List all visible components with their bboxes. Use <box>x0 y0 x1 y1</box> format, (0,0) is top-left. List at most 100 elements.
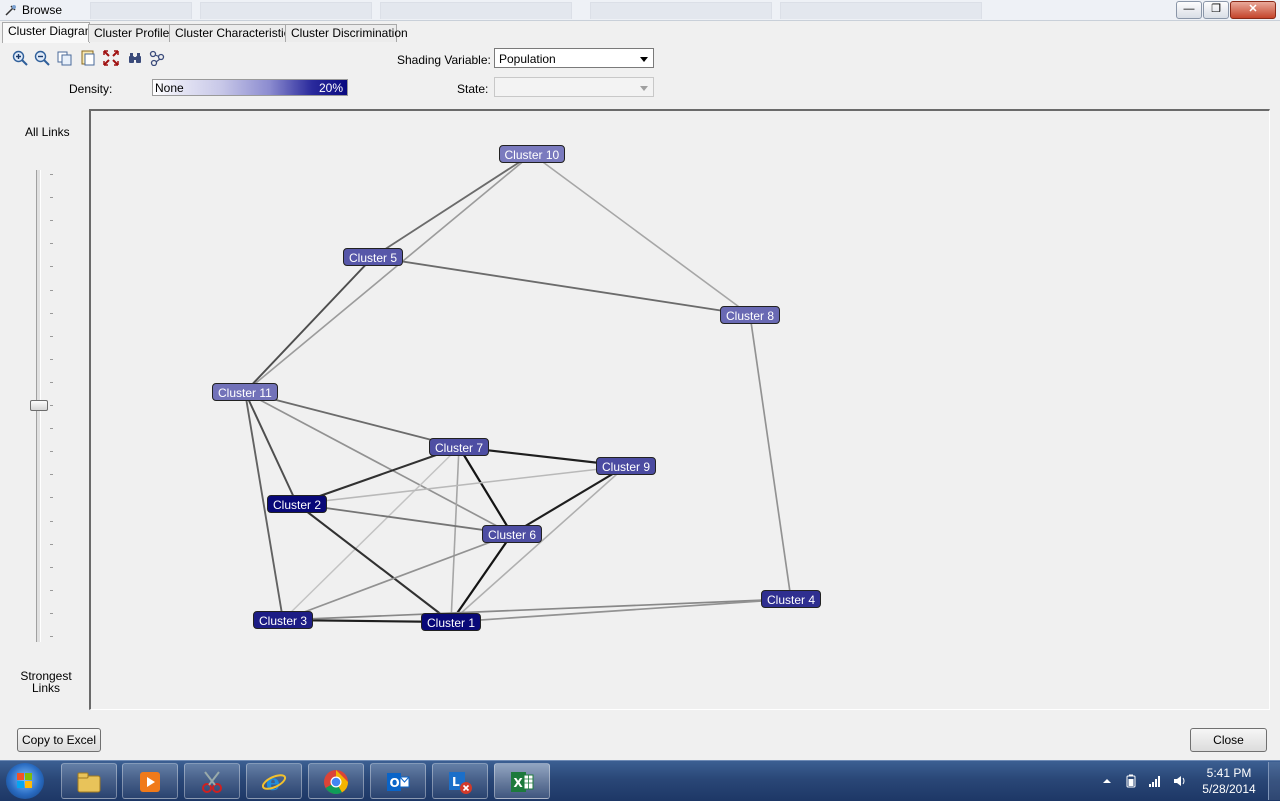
cluster-link-c10-c5[interactable] <box>372 153 533 258</box>
cluster-link-c6-c1[interactable] <box>450 533 513 623</box>
clock-date: 5/28/2014 <box>1202 782 1256 796</box>
slider-tick <box>50 428 53 430</box>
network-signal-icon[interactable] <box>1148 774 1162 788</box>
minimize-button[interactable]: — <box>1176 1 1202 19</box>
cluster-node-c1[interactable]: Cluster 1 <box>421 613 482 631</box>
background-browser-tabs <box>90 2 990 19</box>
show-desktop-button[interactable] <box>1268 762 1280 800</box>
windows-logo-icon <box>17 773 32 788</box>
cluster-link-c11-c2[interactable] <box>244 391 298 505</box>
cluster-link-c10-c11[interactable] <box>244 153 533 393</box>
cluster-node-c9[interactable]: Cluster 9 <box>596 457 657 475</box>
slider-tick <box>50 289 53 291</box>
tab-cluster-profiles[interactable]: Cluster Profiles <box>88 24 175 42</box>
links-slider-panel: All Links Strongest Links <box>0 112 88 708</box>
cluster-node-c4[interactable]: Cluster 4 <box>761 590 822 608</box>
taskbar-app-explorer[interactable] <box>61 763 117 799</box>
window-title-bar[interactable]: Browse — ❐ ✕ <box>0 0 1280 21</box>
show-hidden-icons-icon[interactable] <box>1100 774 1114 788</box>
zoom-in-icon[interactable] <box>12 50 28 66</box>
taskbar-app-internet-explorer[interactable]: e <box>246 763 302 799</box>
links-slider-thumb[interactable] <box>30 400 48 411</box>
cluster-node-c2[interactable]: Cluster 2 <box>267 495 328 513</box>
copy-graph-view-icon[interactable] <box>57 50 73 66</box>
internet-explorer-icon: e <box>261 770 287 795</box>
slider-tick <box>50 497 53 499</box>
cluster-node-c6[interactable]: Cluster 6 <box>482 525 543 543</box>
cluster-link-c7-c2[interactable] <box>296 446 460 505</box>
zoom-to-fit-icon[interactable] <box>103 50 119 66</box>
start-button[interactable] <box>6 763 44 799</box>
restore-button[interactable]: ❐ <box>1203 1 1229 19</box>
browse-icon <box>5 5 16 16</box>
snipping-tool-icon <box>202 771 222 793</box>
taskbar-app-lync[interactable]: L <box>432 763 488 799</box>
cluster-link-c7-c3[interactable] <box>282 446 460 621</box>
density-legend-bar: None 20% <box>152 79 348 96</box>
taskbar-app-chrome[interactable] <box>308 763 364 799</box>
slider-tick <box>50 589 53 591</box>
volume-icon[interactable] <box>1172 774 1186 788</box>
cluster-link-c5-c8[interactable] <box>372 256 751 316</box>
copy-to-excel-button[interactable]: Copy to Excel <box>17 728 101 752</box>
cluster-node-c3[interactable]: Cluster 3 <box>253 611 314 629</box>
cluster-link-c7-c1[interactable] <box>450 446 460 623</box>
excel-icon: X <box>511 772 534 792</box>
layout-icon[interactable] <box>149 50 165 66</box>
slider-tick <box>50 636 53 637</box>
copy-entire-graph-icon[interactable] <box>80 50 96 66</box>
battery-icon[interactable] <box>1124 774 1138 788</box>
tab-cluster-discrimination[interactable]: Cluster Discrimination <box>285 24 408 42</box>
svg-text:O: O <box>390 776 400 790</box>
cluster-node-c11[interactable]: Cluster 11 <box>212 383 278 401</box>
cluster-node-c10[interactable]: Cluster 10 <box>498 145 566 163</box>
slider-tick <box>50 612 53 614</box>
cluster-node-c7[interactable]: Cluster 7 <box>429 438 490 456</box>
cluster-link-c1-c4[interactable] <box>450 598 792 623</box>
cluster-link-c7-c6[interactable] <box>458 446 513 535</box>
chrome-icon <box>324 770 348 795</box>
taskbar-app-excel[interactable]: X <box>494 763 550 799</box>
shading-variable-label: Shading Variable: <box>397 53 491 67</box>
taskbar-app-media-player[interactable] <box>122 763 178 799</box>
state-select[interactable] <box>494 77 654 97</box>
zoom-out-icon[interactable] <box>34 50 50 66</box>
cluster-link-c11-c6[interactable] <box>244 391 513 535</box>
chevron-down-icon <box>640 57 648 62</box>
lync-icon: L <box>449 772 472 794</box>
shading-variable-select[interactable]: Population <box>494 48 654 68</box>
cluster-link-c2-c1[interactable] <box>296 503 452 623</box>
tab-cluster-characteristics[interactable]: Cluster Characteristics <box>169 24 296 42</box>
cluster-link-c8-c4[interactable] <box>749 314 792 600</box>
cluster-link-c10-c8[interactable] <box>531 153 751 316</box>
slider-tick <box>50 543 53 545</box>
all-links-label: All Links <box>25 125 70 139</box>
slider-tick <box>50 174 53 175</box>
close-button[interactable]: Close <box>1190 728 1267 752</box>
cluster-node-c5[interactable]: Cluster 5 <box>343 248 404 266</box>
taskbar-app-snipping-tool[interactable] <box>184 763 240 799</box>
cluster-link-c3-c4[interactable] <box>282 598 792 621</box>
cluster-diagram-canvas[interactable]: Cluster 10 Cluster 5 Cluster 8 Cluster 11 Cl… <box>89 109 1270 710</box>
cluster-link-c9-c1[interactable] <box>450 465 627 623</box>
cluster-link-c5-c11[interactable] <box>244 256 374 393</box>
shading-variable-value: Population <box>499 52 556 66</box>
tab-cluster-diagram[interactable]: Cluster Diagram <box>2 22 95 43</box>
window-title: Browse <box>22 3 63 17</box>
taskbar-app-outlook[interactable]: O <box>370 763 426 799</box>
cluster-link-c9-c6[interactable] <box>511 465 627 535</box>
slider-tick <box>50 266 53 268</box>
slider-tick <box>50 381 53 383</box>
cluster-link-c9-c2[interactable] <box>296 465 627 505</box>
slider-tick <box>50 451 53 453</box>
cluster-link-c11-c3[interactable] <box>244 391 284 621</box>
cluster-node-c8[interactable]: Cluster 8 <box>720 306 781 324</box>
close-window-button[interactable]: ✕ <box>1230 1 1276 19</box>
find-node-icon[interactable] <box>127 50 143 66</box>
slider-tick <box>50 312 53 314</box>
cluster-link-c2-c6[interactable] <box>296 503 513 535</box>
taskbar-clock[interactable]: 5:41 PM 5/28/2014 <box>1196 765 1262 797</box>
cluster-link-c6-c3[interactable] <box>282 533 513 621</box>
svg-text:L: L <box>452 775 460 789</box>
cluster-link-c11-c7[interactable] <box>244 391 460 448</box>
